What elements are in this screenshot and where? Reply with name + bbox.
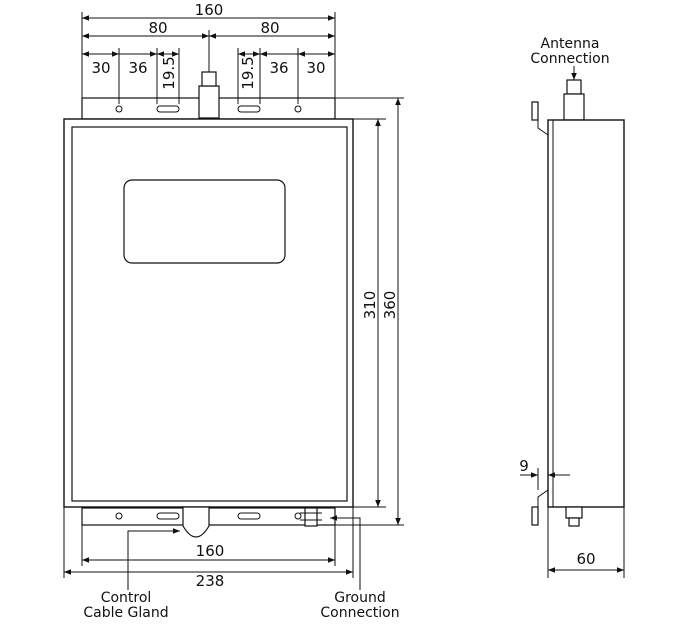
side-top-flange [531, 101, 549, 136]
dim-top-left-a: 30 [91, 59, 110, 77]
display-window [123, 179, 286, 264]
control-gland-label-line1: Control [101, 590, 152, 606]
flange-dimension: 9 [519, 457, 570, 490]
antenna-connector-side [563, 79, 585, 121]
antenna-connector-front [198, 66, 220, 119]
bottom-bracket-hole-right [294, 512, 302, 520]
dim-top-left-c: 19.5 [160, 56, 178, 89]
bottom-dimensions: 160 238 [63, 507, 354, 590]
dim-bottom-mount: 160 [196, 542, 225, 560]
side-view: Antenna Connection [519, 36, 625, 578]
bottom-bracket-slot-left [156, 512, 180, 520]
front-view: 160 80 80 30 36 19.5 19.5 36 30 310 360 [63, 1, 404, 621]
dim-top-left-half: 80 [148, 19, 167, 37]
top-bracket-slot-left [156, 105, 180, 113]
dim-height-inner: 310 [361, 291, 379, 320]
dim-depth: 60 [576, 550, 595, 568]
callouts: Control Cable Gland Ground Connection [83, 515, 400, 621]
dim-top-total: 160 [195, 1, 224, 19]
dim-top-right-b: 36 [269, 59, 288, 77]
ground-connection-label-line2: Connection [320, 605, 399, 621]
height-dimensions: 310 360 [335, 97, 404, 526]
dim-top-right-c: 19.5 [239, 56, 257, 89]
dim-bottom-total: 238 [196, 572, 225, 590]
side-enclosure-body [547, 119, 625, 508]
bottom-bracket-hole-left [115, 512, 123, 520]
antenna-connection-label-line2: Connection [530, 51, 609, 67]
depth-dimension: 60 [547, 507, 625, 578]
dim-flange: 9 [519, 457, 529, 475]
dim-top-right-half: 80 [260, 19, 279, 37]
ground-connection-label-line1: Ground [334, 590, 386, 606]
top-bracket-hole-right [294, 105, 302, 113]
dim-top-right-a: 30 [306, 59, 325, 77]
dim-height-outer: 360 [381, 291, 399, 320]
top-bracket-hole-left [115, 105, 123, 113]
top-bracket-slot-right [237, 105, 261, 113]
antenna-connection-label-line1: Antenna [541, 36, 600, 52]
control-cable-gland [182, 506, 210, 538]
top-dimensions: 160 80 80 30 36 19.5 19.5 36 30 [81, 1, 336, 104]
bottom-bracket-slot-right [237, 512, 261, 520]
dim-top-left-b: 36 [128, 59, 147, 77]
side-bottom-flange [531, 489, 549, 526]
ground-stud-side [565, 506, 583, 527]
ground-stud [300, 507, 322, 527]
control-gland-label-line2: Cable Gland [83, 605, 168, 621]
